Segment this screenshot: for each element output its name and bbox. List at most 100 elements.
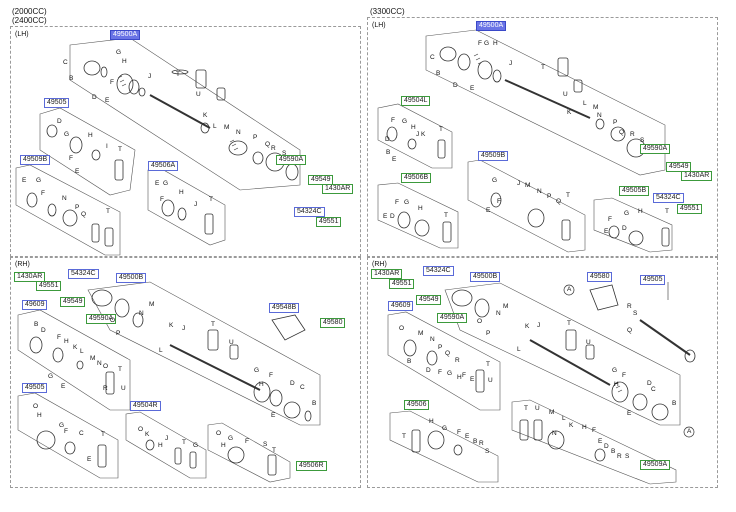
part-letter-label: H [88,132,93,139]
part-letter-label: G [442,425,448,432]
part-letter-label: B [312,400,317,407]
part-number-callout[interactable]: 49505 [44,98,70,108]
part-letter-label: O [138,426,144,433]
part-letter-label: H [582,424,587,431]
part-number-callout[interactable]: 49551 [677,204,703,214]
part-letter-label: Q [445,350,451,357]
rh-label-left: (RH) [15,261,30,268]
part-letter-label: F [462,372,466,379]
part-number-callout[interactable]: 49504L [401,96,431,106]
part-letter-label: I [106,143,108,150]
part-number-callout[interactable]: 1430AR [14,272,46,282]
part-number-callout[interactable]: 49506R [296,461,327,471]
part-number-callout[interactable]: 49506A [148,161,179,171]
part-number-callout[interactable]: 49509B [478,151,509,161]
part-letter-label: D [57,118,62,125]
part-number-callout[interactable]: 49609 [22,300,48,310]
part-number-callout[interactable]: 49504R [130,401,161,411]
part-letter-label: J [182,325,186,332]
part-letter-label: P [75,204,80,211]
part-letter-label: N [496,310,501,317]
part-letter-label: M [90,355,96,362]
part-letter-label: O [103,363,109,370]
panel-rh-2000-2400: (RH) [10,257,361,488]
part-number-callout[interactable]: 49580 [587,272,613,282]
part-letter-label: M [418,330,424,337]
part-number-callout[interactable]: 49505 [640,275,666,285]
part-letter-label: H [259,381,264,388]
part-letter-label: D [290,380,295,387]
part-number-callout[interactable]: 49551 [36,281,62,291]
part-letter-label: N [62,195,67,202]
part-letter-label: F [57,334,61,341]
part-number-callout[interactable]: 49509B [20,155,51,165]
part-letter-label: Q [556,198,562,205]
part-number-callout[interactable]: 49505B [619,186,650,196]
part-number-callout[interactable]: 49509A [640,460,671,470]
part-letter-label: N [430,336,435,343]
part-number-callout[interactable]: 1430AR [681,171,713,181]
part-number-callout[interactable]: 49500A [476,21,507,31]
part-number-callout[interactable]: 49549 [308,175,334,185]
part-letter-label: T [439,126,443,133]
part-number-callout[interactable]: 54324C [68,269,99,279]
part-letter-label: T [567,320,571,327]
part-letter-label: F [592,427,596,434]
part-number-callout[interactable]: 49549 [60,297,86,307]
part-letter-label: H [614,381,619,388]
part-letter-label: R [455,357,460,364]
part-number-callout[interactable]: 49551 [316,217,342,227]
part-letter-label: G [48,373,54,380]
part-number-callout[interactable]: 49590A [276,155,307,165]
reference-marker-a: A [687,428,692,435]
part-number-callout[interactable]: 49500A [110,30,141,40]
part-letter-label: G [116,49,122,56]
part-letter-label: D [41,327,46,334]
part-number-callout[interactable]: 49500B [470,272,501,282]
part-letter-label: F [395,199,399,206]
part-number-callout[interactable]: 49590A [437,313,468,323]
part-letter-label: Q [627,327,633,334]
part-number-callout[interactable]: 49506B [401,173,432,183]
part-letter-label: M [149,301,155,308]
part-letter-label: U [488,377,493,384]
part-number-callout[interactable]: 49549 [416,295,442,305]
part-letter-label: B [473,438,478,445]
part-letter-label: F [608,216,612,223]
part-number-callout[interactable]: 49500B [116,273,147,283]
part-letter-label: H [429,418,434,425]
part-letter-label: F [245,438,249,445]
part-letter-label: H [158,442,163,449]
part-letter-label: B [34,321,39,328]
part-number-callout[interactable]: 1430AR [322,184,354,194]
part-letter-label: G [447,370,453,377]
part-letter-label: K [73,344,78,351]
part-letter-label: T [486,361,490,368]
part-letter-label: L [517,346,521,353]
part-number-callout[interactable]: 49548B [269,303,300,313]
part-letter-label: E [465,433,470,440]
part-letter-label: N [97,360,102,367]
part-number-callout[interactable]: 1430AR [371,269,403,279]
part-number-callout[interactable]: 49506 [404,400,430,410]
part-letter-label: T [176,71,180,78]
part-number-callout[interactable]: 49549 [666,162,692,172]
part-letter-label: D [385,136,390,143]
part-letter-label: E [598,438,603,445]
part-number-callout[interactable]: 49505 [22,383,48,393]
part-letter-label: E [383,213,388,220]
part-number-callout[interactable]: 49590A [86,314,117,324]
part-letter-label: G [254,367,260,374]
part-letter-label: H [418,205,423,212]
part-letter-label: P [613,119,618,126]
part-number-callout[interactable]: 49590A [640,144,671,154]
panel-lh-2000-2400: (LH) [10,26,361,257]
part-number-callout[interactable]: 54324C [423,266,454,276]
part-number-callout[interactable]: 49580 [320,318,346,328]
part-letter-label: H [638,208,643,215]
part-number-callout[interactable]: 54324C [653,193,684,203]
part-number-callout[interactable]: 54324C [294,207,325,217]
part-number-callout[interactable]: 49609 [388,301,414,311]
part-letter-label: K [203,112,208,119]
part-number-callout[interactable]: 49551 [389,279,415,289]
